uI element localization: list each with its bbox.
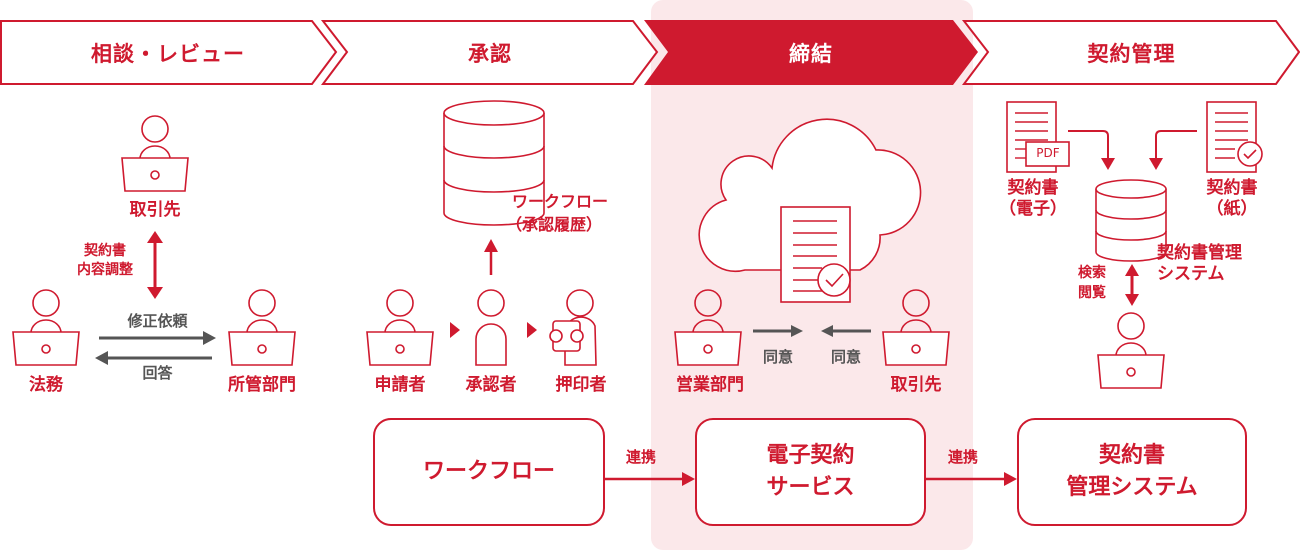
arrow-down-bend-icon — [1068, 130, 1115, 170]
paper-document-check-icon — [1206, 101, 1263, 173]
search-view-label-line2: 閲覧 — [1078, 284, 1106, 301]
cms-box-line2: 管理システム — [1066, 475, 1198, 500]
link-arrow-icon — [926, 472, 1017, 486]
revision-request-label: 修正依頼 — [127, 312, 188, 330]
paper-contract-label: 契約書 （紙） — [1192, 178, 1272, 221]
contract-document-check-icon — [780, 206, 851, 303]
step-label-signing: 締結 — [789, 42, 833, 66]
applicant-label: 申請者 — [374, 375, 426, 395]
step-chevron-signing — [644, 20, 978, 85]
user-laptop-icon — [1097, 312, 1165, 389]
stamper-label: 押印者 — [555, 375, 607, 395]
contract-system-label-line1: 契約書管理 — [1157, 243, 1242, 263]
arrow-right-gray-icon — [99, 331, 216, 345]
step-arrow-icon — [527, 322, 537, 338]
search-view-label-line1: 検索 — [1078, 265, 1106, 281]
contract-management-system-box: 契約書 管理システム — [1017, 418, 1247, 526]
e-contract-service-box: 電子契約 サービス — [695, 418, 926, 526]
double-arrow-vertical-icon — [1125, 264, 1139, 306]
legal-laptop-icon — [12, 289, 80, 366]
adjust-label-line2: 内容調整 — [77, 261, 133, 278]
arrow-down-bend-icon — [1149, 130, 1197, 170]
sales-laptop-icon — [674, 289, 742, 366]
workflow-db-label-line1: ワークフロー — [512, 192, 609, 211]
workflow-box: ワークフロー — [373, 418, 605, 526]
arrow-right-gray-icon — [753, 325, 803, 337]
partner-laptop-icon — [882, 289, 950, 366]
applicant-laptop-icon — [366, 289, 434, 366]
partner-label: 取引先 — [129, 200, 181, 220]
agree-left-label: 同意 — [762, 348, 793, 366]
department-label: 所管部門 — [228, 375, 296, 395]
contract-system-database-icon — [1095, 179, 1167, 262]
cloud-icon — [698, 118, 922, 273]
link-label: 連携 — [626, 448, 657, 466]
electronic-contract-label: 契約書 （電子） — [993, 178, 1073, 221]
step-label-approval: 承認 — [468, 42, 512, 66]
workflow-db-label-line2: （承認履歴） — [506, 215, 603, 235]
contract-system-label-line2: システム — [1157, 264, 1225, 285]
link-label: 連携 — [948, 448, 979, 466]
double-arrow-vertical-icon — [147, 231, 163, 299]
cms-box-line1: 契約書 — [1098, 443, 1165, 469]
adjust-label-line1: 契約書 — [84, 243, 126, 259]
agree-right-label: 同意 — [830, 348, 861, 366]
adjust-label: 契約書 内容調整 — [60, 242, 150, 280]
arrow-left-gray-icon — [95, 351, 212, 365]
paper-contract-label-line1: 契約書 — [1206, 178, 1258, 198]
e-contract-box-line2: サービス — [766, 475, 855, 500]
legal-label: 法務 — [29, 375, 63, 395]
signing-partner-label: 取引先 — [890, 375, 942, 395]
link-arrow-icon — [605, 472, 695, 486]
department-laptop-icon — [228, 289, 296, 366]
sales-label: 営業部門 — [676, 375, 744, 395]
step-label-consult: 相談・レビュー — [91, 42, 245, 66]
e-contract-box-line1: 電子契約 — [766, 443, 855, 469]
electronic-contract-label-line1: 契約書 — [1007, 178, 1059, 198]
approver-person-icon — [475, 289, 507, 366]
paper-contract-label-line2: （紙） — [1206, 199, 1258, 220]
step-chevron-approval — [320, 20, 659, 85]
approver-label: 承認者 — [465, 375, 517, 395]
pdf-badge: PDF — [1036, 146, 1060, 160]
arrow-left-gray-icon — [821, 325, 871, 337]
pdf-document-icon — [1006, 101, 1070, 173]
response-label: 回答 — [142, 364, 173, 382]
step-arrow-icon — [450, 322, 460, 338]
contract-system-label: 契約書管理 システム — [1157, 243, 1277, 286]
electronic-contract-label-line2: （電子） — [999, 199, 1067, 220]
partner-laptop-icon — [121, 115, 189, 192]
workflow-db-label: ワークフロー （承認履歴） — [506, 190, 642, 236]
stamper-person-icon — [549, 289, 597, 366]
step-chevron-management — [961, 20, 1300, 85]
workflow-box-label: ワークフロー — [422, 459, 555, 485]
step-chevron-consult — [0, 20, 338, 85]
arrow-up-icon — [484, 239, 498, 275]
search-view-label: 検索 閲覧 — [1070, 264, 1114, 303]
step-label-management: 契約管理 — [1087, 42, 1176, 66]
